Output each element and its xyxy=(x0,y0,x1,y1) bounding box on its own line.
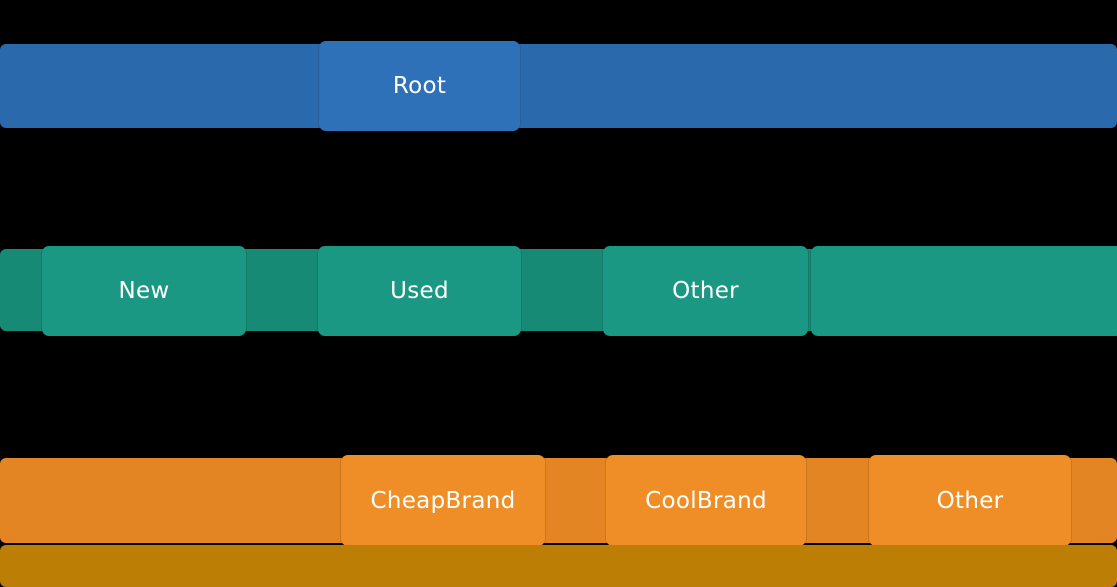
level-1-root-track xyxy=(0,44,1117,128)
tree-node-label: New xyxy=(118,278,170,304)
tree-node-new[interactable]: New xyxy=(42,246,246,336)
tree-node-label: Other xyxy=(936,487,1004,514)
tree-node-label: CoolBrand xyxy=(645,487,767,514)
tree-node-other[interactable]: Other xyxy=(869,455,1071,546)
tree-node-root[interactable]: Root xyxy=(319,41,520,131)
tree-node-label: Root xyxy=(392,73,447,99)
tree-node-coolbrand[interactable]: CoolBrand xyxy=(606,455,806,546)
tree-node-label: Other xyxy=(672,278,739,304)
level-4-clipped-track xyxy=(0,545,1117,587)
tree-node-other[interactable]: Other xyxy=(603,246,808,336)
tree-node-used[interactable]: Used xyxy=(318,246,521,336)
tree-node-label: CheapBrand xyxy=(370,487,516,514)
tree-node-cheapbrand[interactable]: CheapBrand xyxy=(341,455,545,546)
tree-node-unlabeled[interactable] xyxy=(811,246,1117,336)
tree-node-label: Used xyxy=(390,278,449,304)
